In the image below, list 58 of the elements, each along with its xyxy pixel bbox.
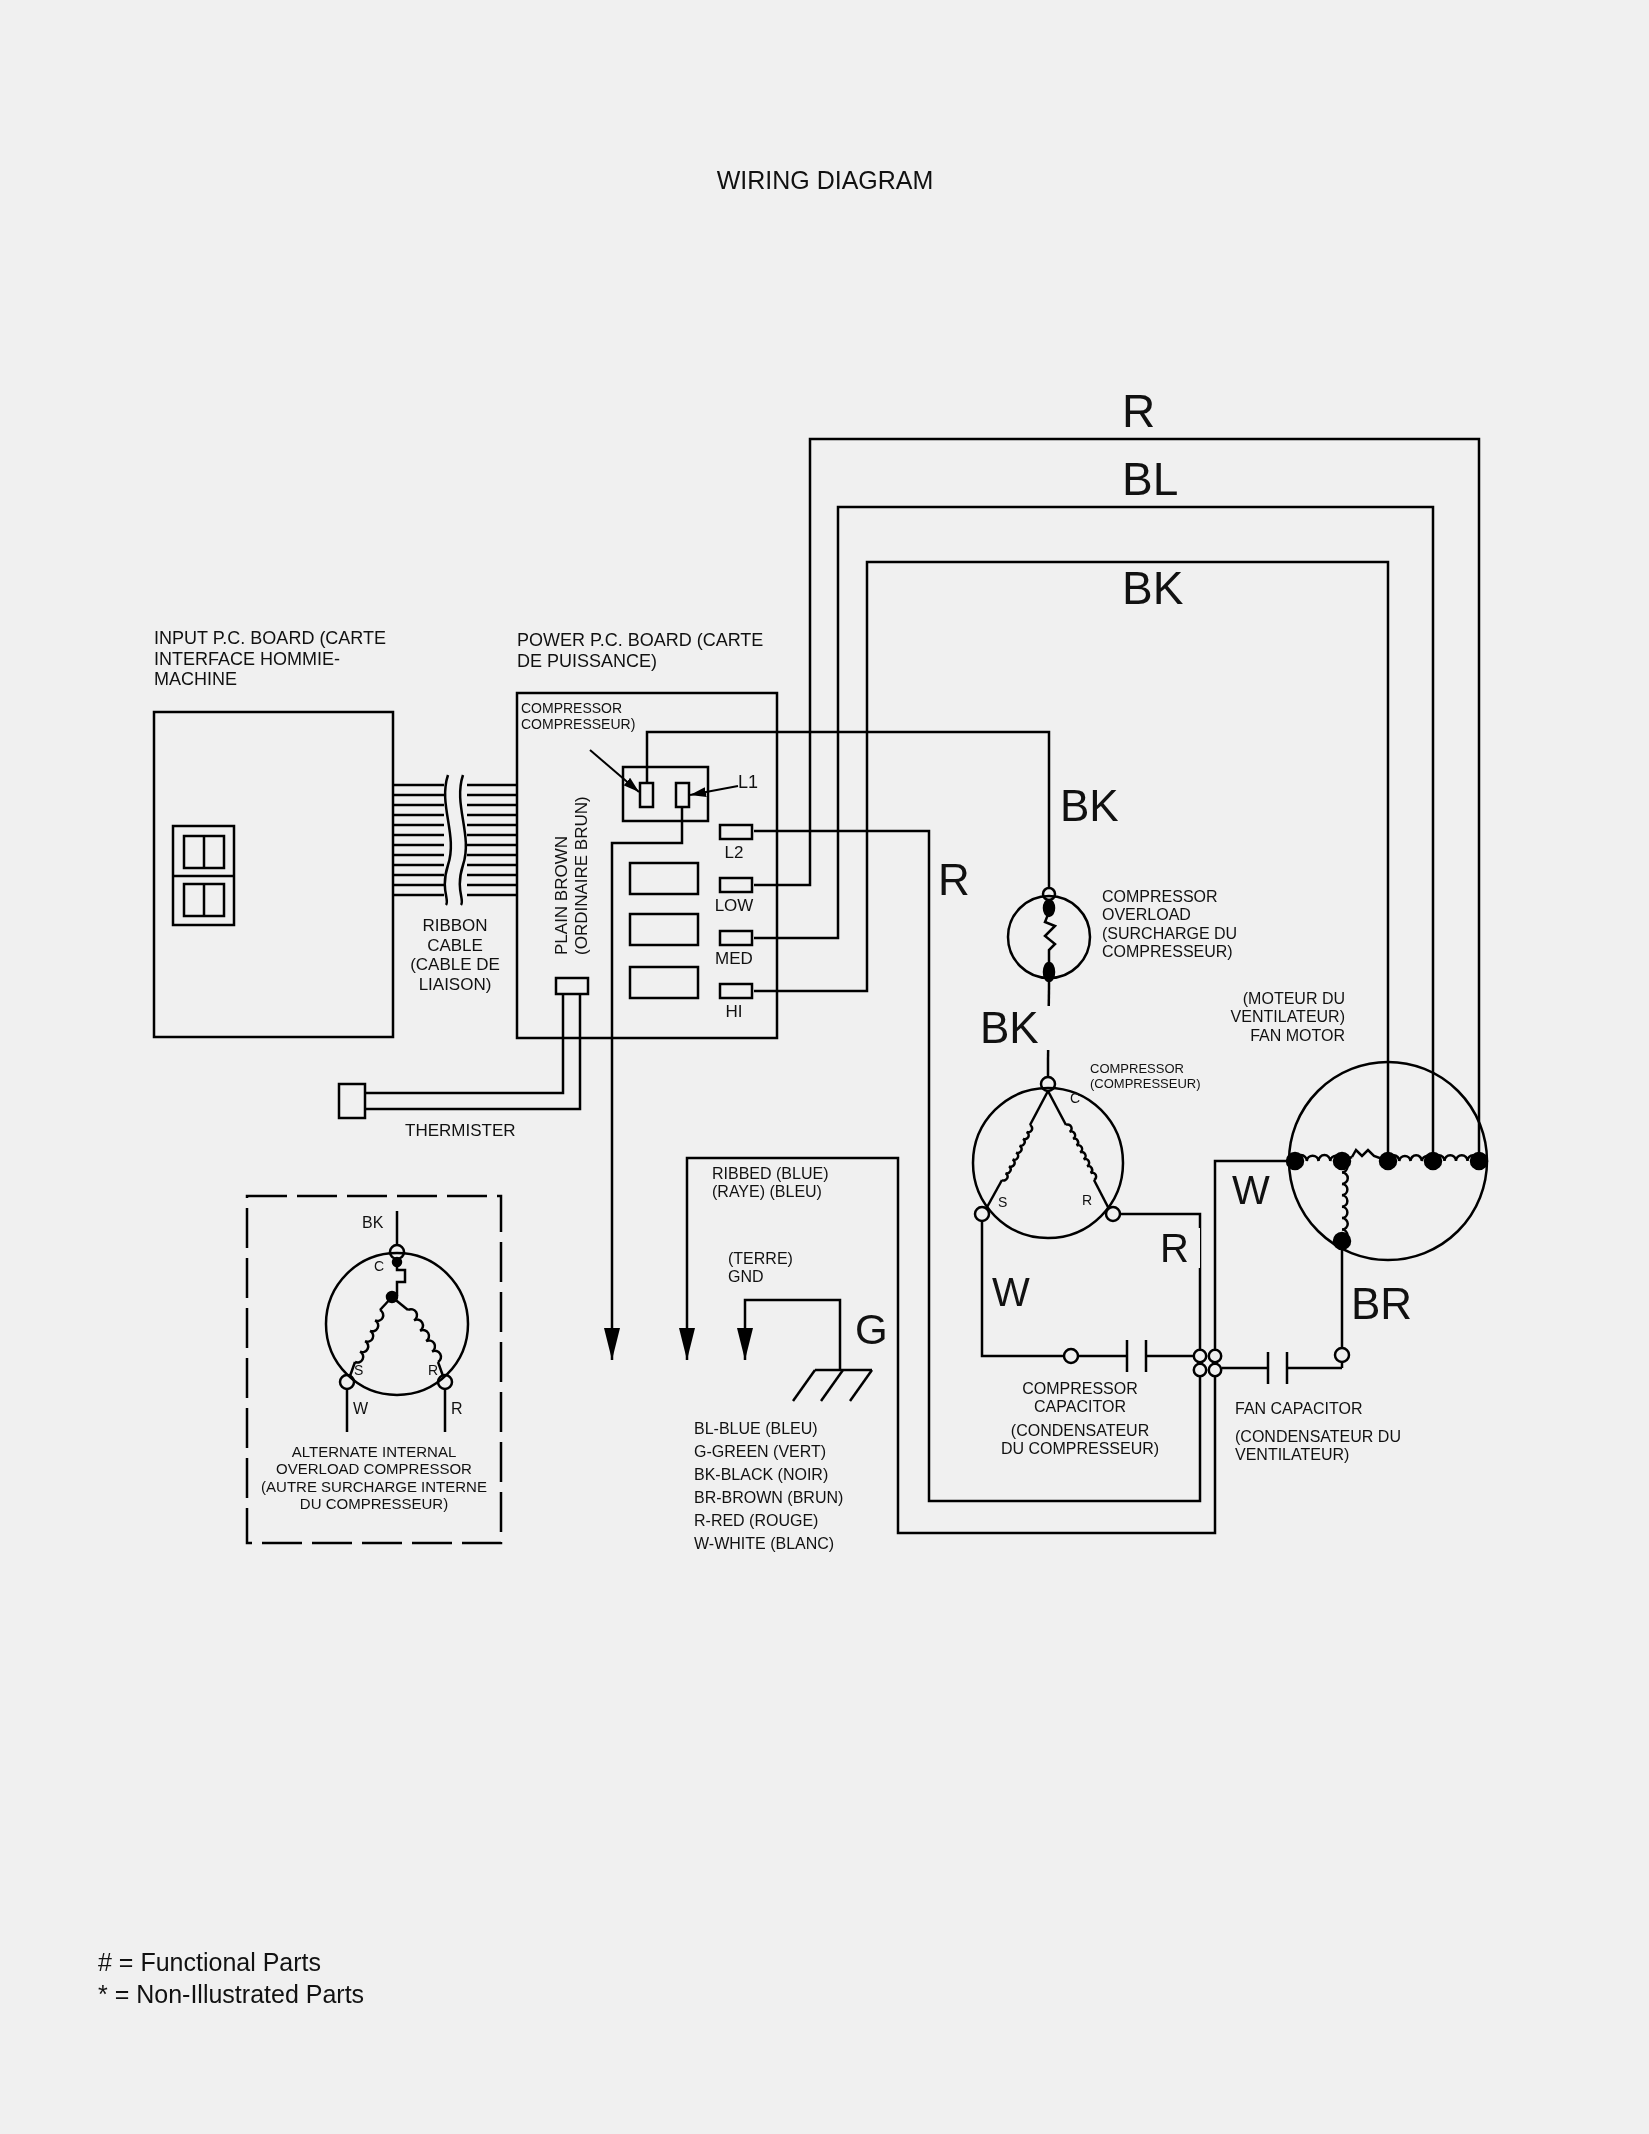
diagram-title: WIRING DIAGRAM	[715, 166, 935, 195]
terminal-label: LOW	[714, 896, 754, 916]
wire	[1120, 1212, 1202, 1349]
connector-note: PLAIN BROWN (ORDINAIRE BRUN)	[552, 795, 592, 955]
terminal-letter: C	[374, 1258, 386, 1275]
wire	[604, 808, 684, 1360]
terminal-letter: C	[1070, 1090, 1082, 1107]
wire	[365, 995, 582, 1111]
part-label: (CONDENSATEUR DU VENTILATEUR)	[1235, 1428, 1402, 1465]
part-label: (MOTEUR DU VENTILATEUR) FAN MOTOR	[1229, 990, 1345, 1046]
board-label: INPUT P.C. BOARD (CARTE INTERFACE HOMMIE- MACHINE	[154, 628, 388, 691]
wire-color-label: BK	[362, 1214, 385, 1233]
terminal-letter: S	[998, 1194, 1009, 1211]
color-code-text: BR-BROWN (BRUN)	[694, 1489, 845, 1508]
wire	[754, 829, 1202, 1503]
leader-arrow	[689, 785, 739, 797]
terminal-label: HI	[724, 1002, 744, 1022]
ground-label: G	[855, 1306, 889, 1355]
wire	[980, 1245, 1000, 1358]
part-label: COMPRESSOR COMPRESSEUR)	[521, 700, 637, 733]
terminal-letter: S	[354, 1362, 365, 1379]
wire	[754, 505, 1435, 1073]
wire	[1340, 1249, 1344, 1345]
wire	[1213, 1159, 1289, 1349]
wire	[754, 560, 1390, 1062]
cable-label: RIBBON CABLE (CABLE DE LIAISON)	[409, 916, 501, 995]
wire	[1160, 1354, 1193, 1358]
terminal-label: L1	[738, 772, 760, 793]
terminal-label: MED	[714, 949, 754, 969]
wire	[1222, 1366, 1230, 1370]
terminal-letter: R	[428, 1362, 440, 1379]
color-code-text: R-RED (ROUGE)	[694, 1512, 820, 1531]
footnote: W-WHITE (BLANC)	[694, 1535, 836, 1554]
board-label: POWER P.C. BOARD (CARTE DE PUISSANCE)	[517, 630, 765, 672]
wire	[645, 730, 1051, 886]
color-code-text: BL-BLUE (BLEU)	[694, 1420, 819, 1439]
part-label: (CONDENSATEUR DU COMPRESSEUR)	[1000, 1422, 1160, 1459]
wire	[737, 1298, 842, 1360]
part-label: COMPRESSOR OVERLOAD (SURCHARGE DU COMPRESSEUR)	[1102, 888, 1239, 962]
part-label: COMPRESSOR (COMPRESSEUR)	[1090, 1062, 1202, 1092]
wire-color-label: BK	[980, 1006, 1050, 1050]
leader-arrow	[589, 749, 640, 793]
footnote: # = Functional Parts	[98, 1948, 323, 1977]
part-label: FAN CAPACITOR	[1235, 1400, 1364, 1419]
wire	[679, 1156, 1217, 1535]
wire-color-label: R	[1160, 1228, 1200, 1268]
wire-color-label: R	[451, 1400, 464, 1419]
wire	[754, 437, 1481, 1122]
wire	[365, 995, 565, 1095]
note: * = Non-Illustrated Parts	[98, 1980, 366, 2009]
terminal-label: L2	[723, 843, 745, 863]
wire-color-label: W	[353, 1400, 370, 1419]
color-code-text: BK-BLACK (NOIR)	[694, 1466, 830, 1485]
terminal-letter: R	[1082, 1192, 1094, 1209]
part-label: ALTERNATE INTERNAL OVERLOAD COMPRESSOR (AUTRE SURCHARGE INTERNE DU COMPRESSEUR)	[260, 1443, 488, 1512]
color-code-text: G-GREEN (VERT)	[694, 1443, 828, 1462]
part-label: THERMISTER	[405, 1121, 517, 1141]
part-label: COMPRESSOR CAPACITOR	[1021, 1380, 1139, 1417]
